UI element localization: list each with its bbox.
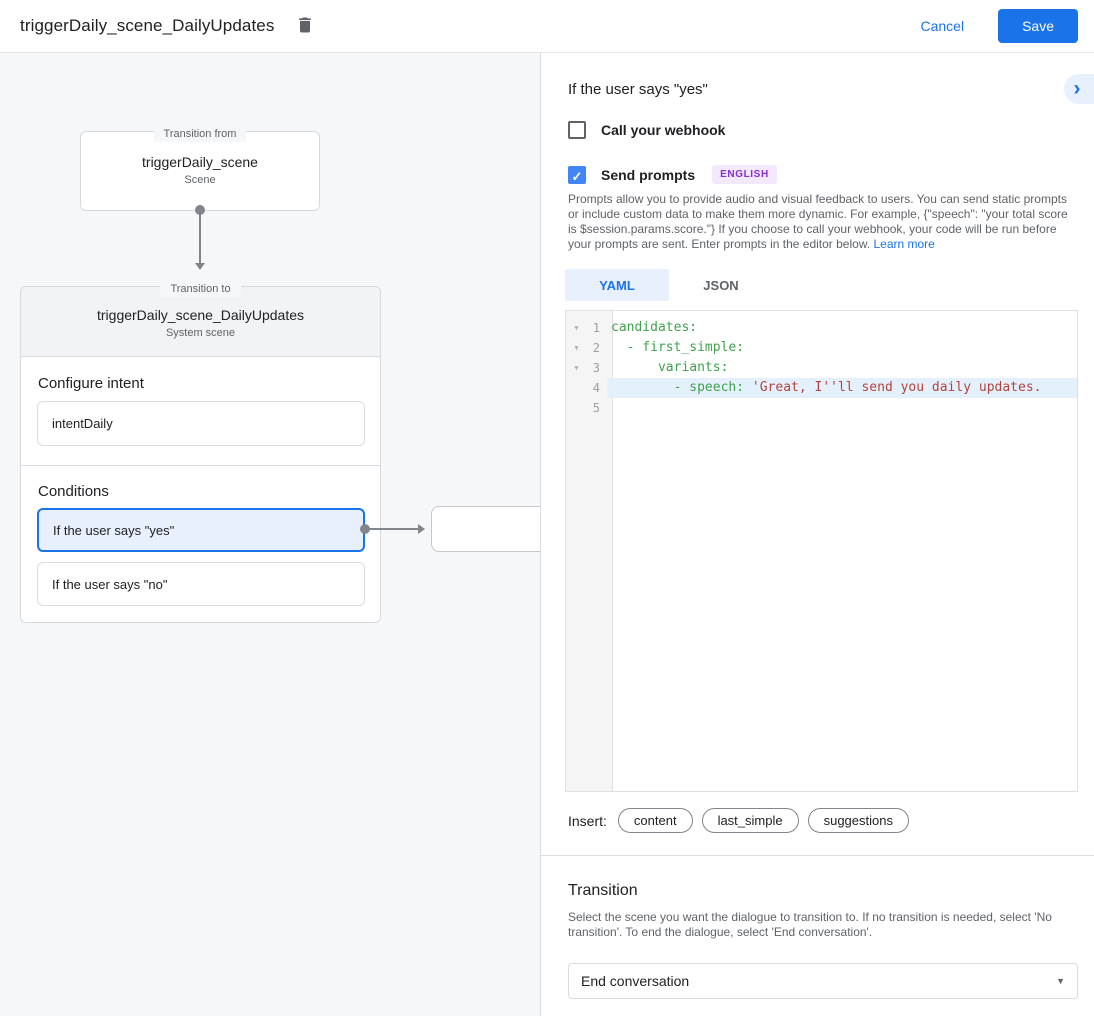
line-number: 5 <box>592 401 600 415</box>
transition-from-node[interactable]: Transition from triggerDaily_scene Scene <box>80 126 320 211</box>
scene-name: triggerDaily_scene_DailyUpdates <box>97 307 304 323</box>
insert-content-button[interactable]: content <box>617 808 693 833</box>
fold-cell <box>566 398 587 418</box>
insert-label: Insert: <box>568 812 607 829</box>
transition-description: Select the scene you want the dialogue t… <box>568 910 1052 939</box>
divider <box>541 855 1094 856</box>
condition-item-no[interactable]: If the user says "no" <box>37 562 365 606</box>
scene-flow-canvas[interactable]: Transition from triggerDaily_scene Scene… <box>0 53 541 1016</box>
code-line[interactable]: ▼ 2 - first_simple: <box>566 338 1077 358</box>
line-number: 3 <box>592 361 600 375</box>
tab-json[interactable]: JSON <box>703 277 739 293</box>
condition-editor-panel: If the user says "yes" › Call your webho… <box>541 53 1094 1016</box>
connector-line <box>368 528 418 530</box>
send-prompts-checkbox[interactable]: ✓ <box>568 165 586 184</box>
fold-arrow-icon[interactable]: ▼ <box>574 324 579 332</box>
collapse-panel-button[interactable]: › <box>1064 74 1094 104</box>
transition-dropdown[interactable]: End conversation ▼ <box>568 963 1078 999</box>
send-prompts-label: Send prompts <box>601 166 696 183</box>
panel-title: If the user says "yes" <box>568 81 708 98</box>
transition-section-title: Transition <box>568 882 638 899</box>
save-button[interactable]: Save <box>998 9 1078 43</box>
conditions-label: Conditions <box>38 483 109 500</box>
editor-tabs: YAML JSON <box>565 269 1078 301</box>
dropdown-value: End conversation <box>581 973 690 989</box>
delete-scene-button[interactable] <box>292 13 318 39</box>
condition-item-yes[interactable]: If the user says "yes" <box>37 508 365 552</box>
scene-type: System scene <box>165 327 236 339</box>
line-number: 2 <box>592 341 600 355</box>
transition-to-header: triggerDaily_scene_DailyUpdates System s… <box>21 287 380 357</box>
divider <box>21 465 380 466</box>
connector-dot <box>195 205 205 215</box>
arrow-right-icon <box>418 524 425 534</box>
page-title: triggerDaily_scene_DailyUpdates <box>20 16 275 35</box>
language-badge: ENGLISH <box>712 165 777 184</box>
code-line-active[interactable]: 4 - speech: 'Great, I''ll send you daily… <box>566 378 1077 398</box>
intent-field[interactable]: intentDaily <box>37 401 365 446</box>
cancel-button[interactable]: Cancel <box>910 10 974 42</box>
next-scene-node[interactable] <box>431 506 540 552</box>
tab-yaml[interactable]: YAML <box>565 269 669 301</box>
chevron-right-icon: › <box>1073 77 1081 100</box>
transition-to-node[interactable]: Transition to triggerDaily_scene_DailyUp… <box>20 281 381 623</box>
fold-arrow-icon[interactable]: ▼ <box>574 344 579 352</box>
dropdown-caret-icon: ▼ <box>1056 976 1065 986</box>
scene-type: Scene <box>184 174 216 186</box>
webhook-label: Call your webhook <box>601 122 726 138</box>
insert-last-simple-button[interactable]: last_simple <box>701 808 799 833</box>
checkmark-icon: ✓ <box>571 168 583 184</box>
transition-from-legend: Transition from <box>81 124 319 142</box>
insert-suggestions-button[interactable]: suggestions <box>807 808 909 833</box>
line-number: 4 <box>592 381 600 395</box>
app-header: triggerDaily_scene_DailyUpdates Cancel S… <box>0 0 1094 53</box>
arrow-down-icon <box>195 263 205 270</box>
yaml-code-editor[interactable]: ▼ 1 candidates: ▼ 2 - first_simple: ▼ 3 … <box>565 310 1078 792</box>
connector-dot <box>360 524 370 534</box>
scene-name: triggerDaily_scene <box>142 154 258 170</box>
line-number: 1 <box>592 321 600 335</box>
connector-line <box>199 213 201 265</box>
code-line[interactable]: ▼ 3 variants: <box>566 358 1077 378</box>
configure-intent-label: Configure intent <box>38 375 144 392</box>
code-line[interactable]: 5 <box>566 398 1077 418</box>
code-line[interactable]: ▼ 1 candidates: <box>566 318 1077 338</box>
trash-icon <box>295 14 315 39</box>
webhook-checkbox[interactable] <box>568 121 586 139</box>
prompts-description: Prompts allow you to provide audio and v… <box>568 192 1068 251</box>
fold-cell <box>566 378 587 398</box>
learn-more-link[interactable]: Learn more <box>873 237 935 251</box>
fold-arrow-icon[interactable]: ▼ <box>574 364 579 372</box>
